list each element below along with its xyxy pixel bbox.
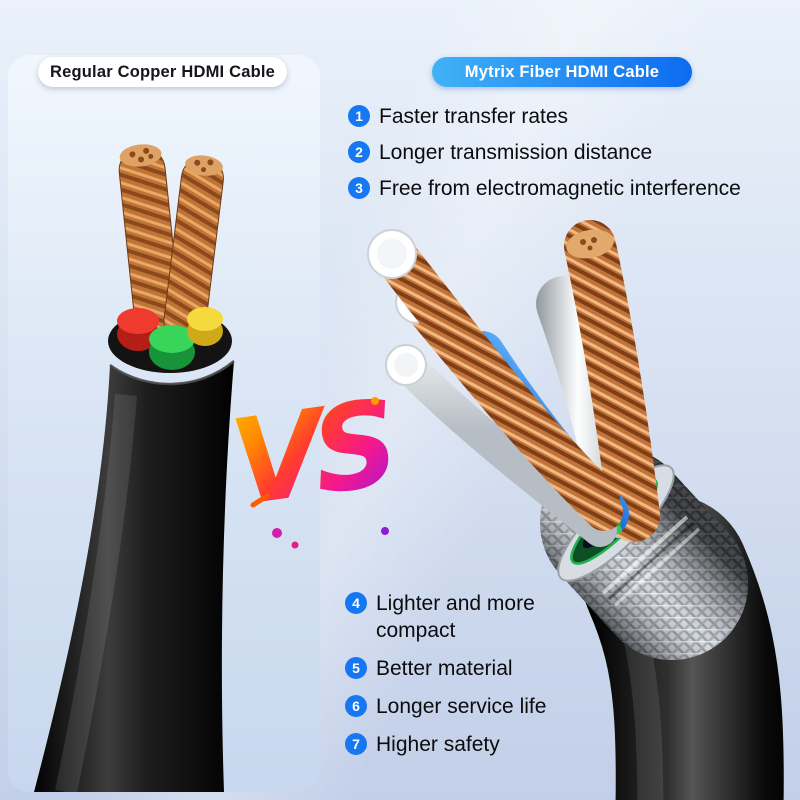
fiber-features-bottom: 4 Lighter and more compact 5 Better mate… — [345, 590, 580, 758]
yellow-wire — [187, 307, 223, 346]
fiber-cable-illustration — [367, 220, 784, 800]
feature-item: 7 Higher safety — [345, 731, 580, 758]
feature-number-badge: 6 — [345, 695, 367, 717]
feature-text: Longer service life — [376, 695, 547, 718]
feature-item: 6 Longer service life — [345, 693, 580, 720]
feature-item: 2 Longer transmission distance — [348, 139, 741, 166]
feature-number-badge: 5 — [345, 657, 367, 679]
red-wire — [117, 308, 159, 351]
feature-number-badge: 7 — [345, 733, 367, 755]
copper-cable-panel — [8, 55, 320, 792]
copper-cable-illustration — [34, 144, 235, 792]
feature-text: Better material — [376, 657, 513, 680]
feature-text: Longer transmission distance — [379, 141, 653, 164]
feature-text: Higher safety — [376, 733, 500, 756]
feature-text: Free from electromagnetic interference — [379, 177, 741, 200]
feature-item: 1 Faster transfer rates — [348, 103, 741, 130]
feature-item: 5 Better material — [345, 655, 580, 682]
copper-cable-badge: Regular Copper HDMI Cable — [38, 57, 287, 87]
feature-number-badge: 1 — [348, 105, 370, 127]
green-wire — [149, 325, 195, 370]
feature-item: 3 Free from electromagnetic interference — [348, 175, 741, 202]
feature-item: 4 Lighter and more compact — [345, 590, 580, 644]
feature-text: Faster transfer rates — [379, 105, 569, 128]
feature-number-badge: 2 — [348, 141, 370, 163]
feature-number-badge: 4 — [345, 592, 367, 614]
feature-text: Lighter and more compact — [376, 592, 535, 642]
fiber-features-top: 1 Faster transfer rates 2 Longer transmi… — [348, 103, 741, 202]
vs-graphic: VS — [225, 374, 401, 549]
fiber-cable-badge: Mytrix Fiber HDMI Cable — [432, 57, 692, 87]
feature-number-badge: 3 — [348, 177, 370, 199]
